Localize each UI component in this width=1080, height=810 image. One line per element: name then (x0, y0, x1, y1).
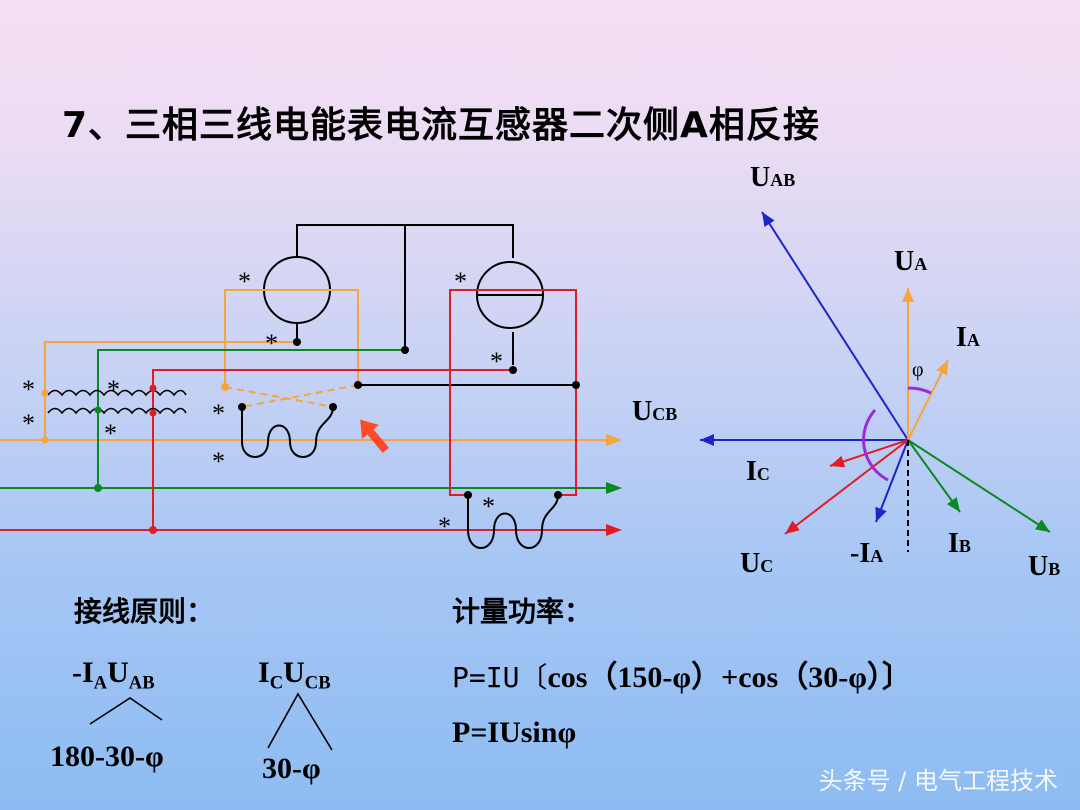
polarity-mark: * (22, 375, 35, 404)
vector-uc (784, 439, 909, 535)
label-ib: IB (948, 528, 971, 559)
pair-2-voltage: U (283, 656, 305, 689)
watermark: 头条号 / 电气工程技术 (818, 767, 1058, 795)
label-ia: IA (956, 322, 980, 353)
polarity-mark: * (104, 419, 117, 448)
wiring-diagram: * * * * * * * * * * * * (0, 224, 622, 549)
pair-1-label: -IAUAB (72, 656, 155, 695)
polarity-mark: * (238, 267, 251, 296)
label-ucb: UCB (632, 396, 677, 427)
angle-arc-small (907, 386, 932, 395)
label-phi: φ (912, 359, 924, 381)
polarity-mark: * (454, 267, 467, 296)
label-uab: UAB (750, 162, 795, 193)
pair-1-branch (89, 697, 163, 725)
arrowhead-ucb (700, 434, 714, 446)
polarity-mark: * (265, 329, 278, 358)
pair-1-voltage-sub: AB (128, 672, 155, 694)
arrowhead-neg-ia (875, 506, 887, 522)
phase-c-wires (0, 289, 612, 531)
line-arrowheads (606, 434, 622, 536)
potential-wires (296, 224, 577, 495)
arrowhead-ua (902, 288, 914, 302)
vector-uab (761, 211, 909, 441)
vector-ia (907, 359, 949, 441)
pair-1-angle: 180-30-φ (50, 740, 164, 773)
meter-2-current-coil (467, 494, 559, 549)
pair-1-current-sub: A (93, 672, 108, 694)
label-neg-ia: -IA (850, 538, 883, 569)
label-uc: UC (740, 548, 773, 579)
polarity-mark: * (482, 492, 495, 521)
arrowhead-uab (762, 212, 775, 228)
angle-arc-large (862, 409, 889, 482)
polarity-mark: * (438, 512, 451, 541)
slide-title: 7、三相三线电能表电流互感器二次侧A相反接 (62, 105, 820, 146)
pair-1-current: -I (72, 656, 94, 689)
arrowhead-ia (936, 360, 948, 376)
arrowhead-ic (830, 455, 846, 468)
vector-ib (907, 439, 961, 513)
phase-a-wires (0, 289, 612, 441)
power-formula-1-prefix: P=IU〔 (452, 661, 548, 694)
power-formula-1-body: cos（150-φ）+cos（30-φ）〕 (547, 661, 912, 694)
pair-2-angle: 30-φ (262, 752, 321, 785)
meter-2-voltage-coil (476, 261, 544, 329)
arrowhead-uc (785, 520, 800, 534)
pair-2-current-sub: C (269, 672, 284, 694)
arrowhead-ib (946, 497, 960, 512)
label-ic: IC (746, 456, 770, 487)
pair-1-voltage: U (107, 656, 129, 689)
arrowhead-ub (1034, 519, 1050, 532)
pair-2-voltage-sub: CB (304, 672, 331, 694)
polarity-mark: * (22, 409, 35, 438)
terminal-dots (41, 338, 580, 534)
polarity-mark: * (107, 375, 120, 404)
meter-1-current-coil (241, 406, 334, 458)
vector-neg-ia (875, 439, 909, 523)
measured-power-heading: 计量功率： (452, 595, 593, 628)
polarity-mark: * (212, 399, 225, 428)
reversed-connection-arrow (360, 419, 389, 453)
label-ua: UA (894, 246, 927, 277)
wiring-principle-heading: 接线原则： (74, 595, 215, 628)
phasor-diagram: UAB UA IA φ UCB IC UC -IA IB UB (632, 162, 1060, 582)
pair-2-label: ICUCB (258, 656, 331, 695)
power-formula-2: P=IUsinφ (452, 716, 577, 749)
power-formula-1: P=IU〔cos（150-φ）+cos（30-φ）〕 (452, 652, 912, 696)
pair-2-branch (267, 692, 333, 751)
vector-ub (907, 439, 1051, 533)
polarity-mark: * (212, 447, 225, 476)
ct-windings (47, 389, 187, 415)
pair-2-current: I (258, 656, 270, 689)
polarity-mark: * (490, 347, 503, 376)
label-ub: UB (1028, 551, 1060, 582)
